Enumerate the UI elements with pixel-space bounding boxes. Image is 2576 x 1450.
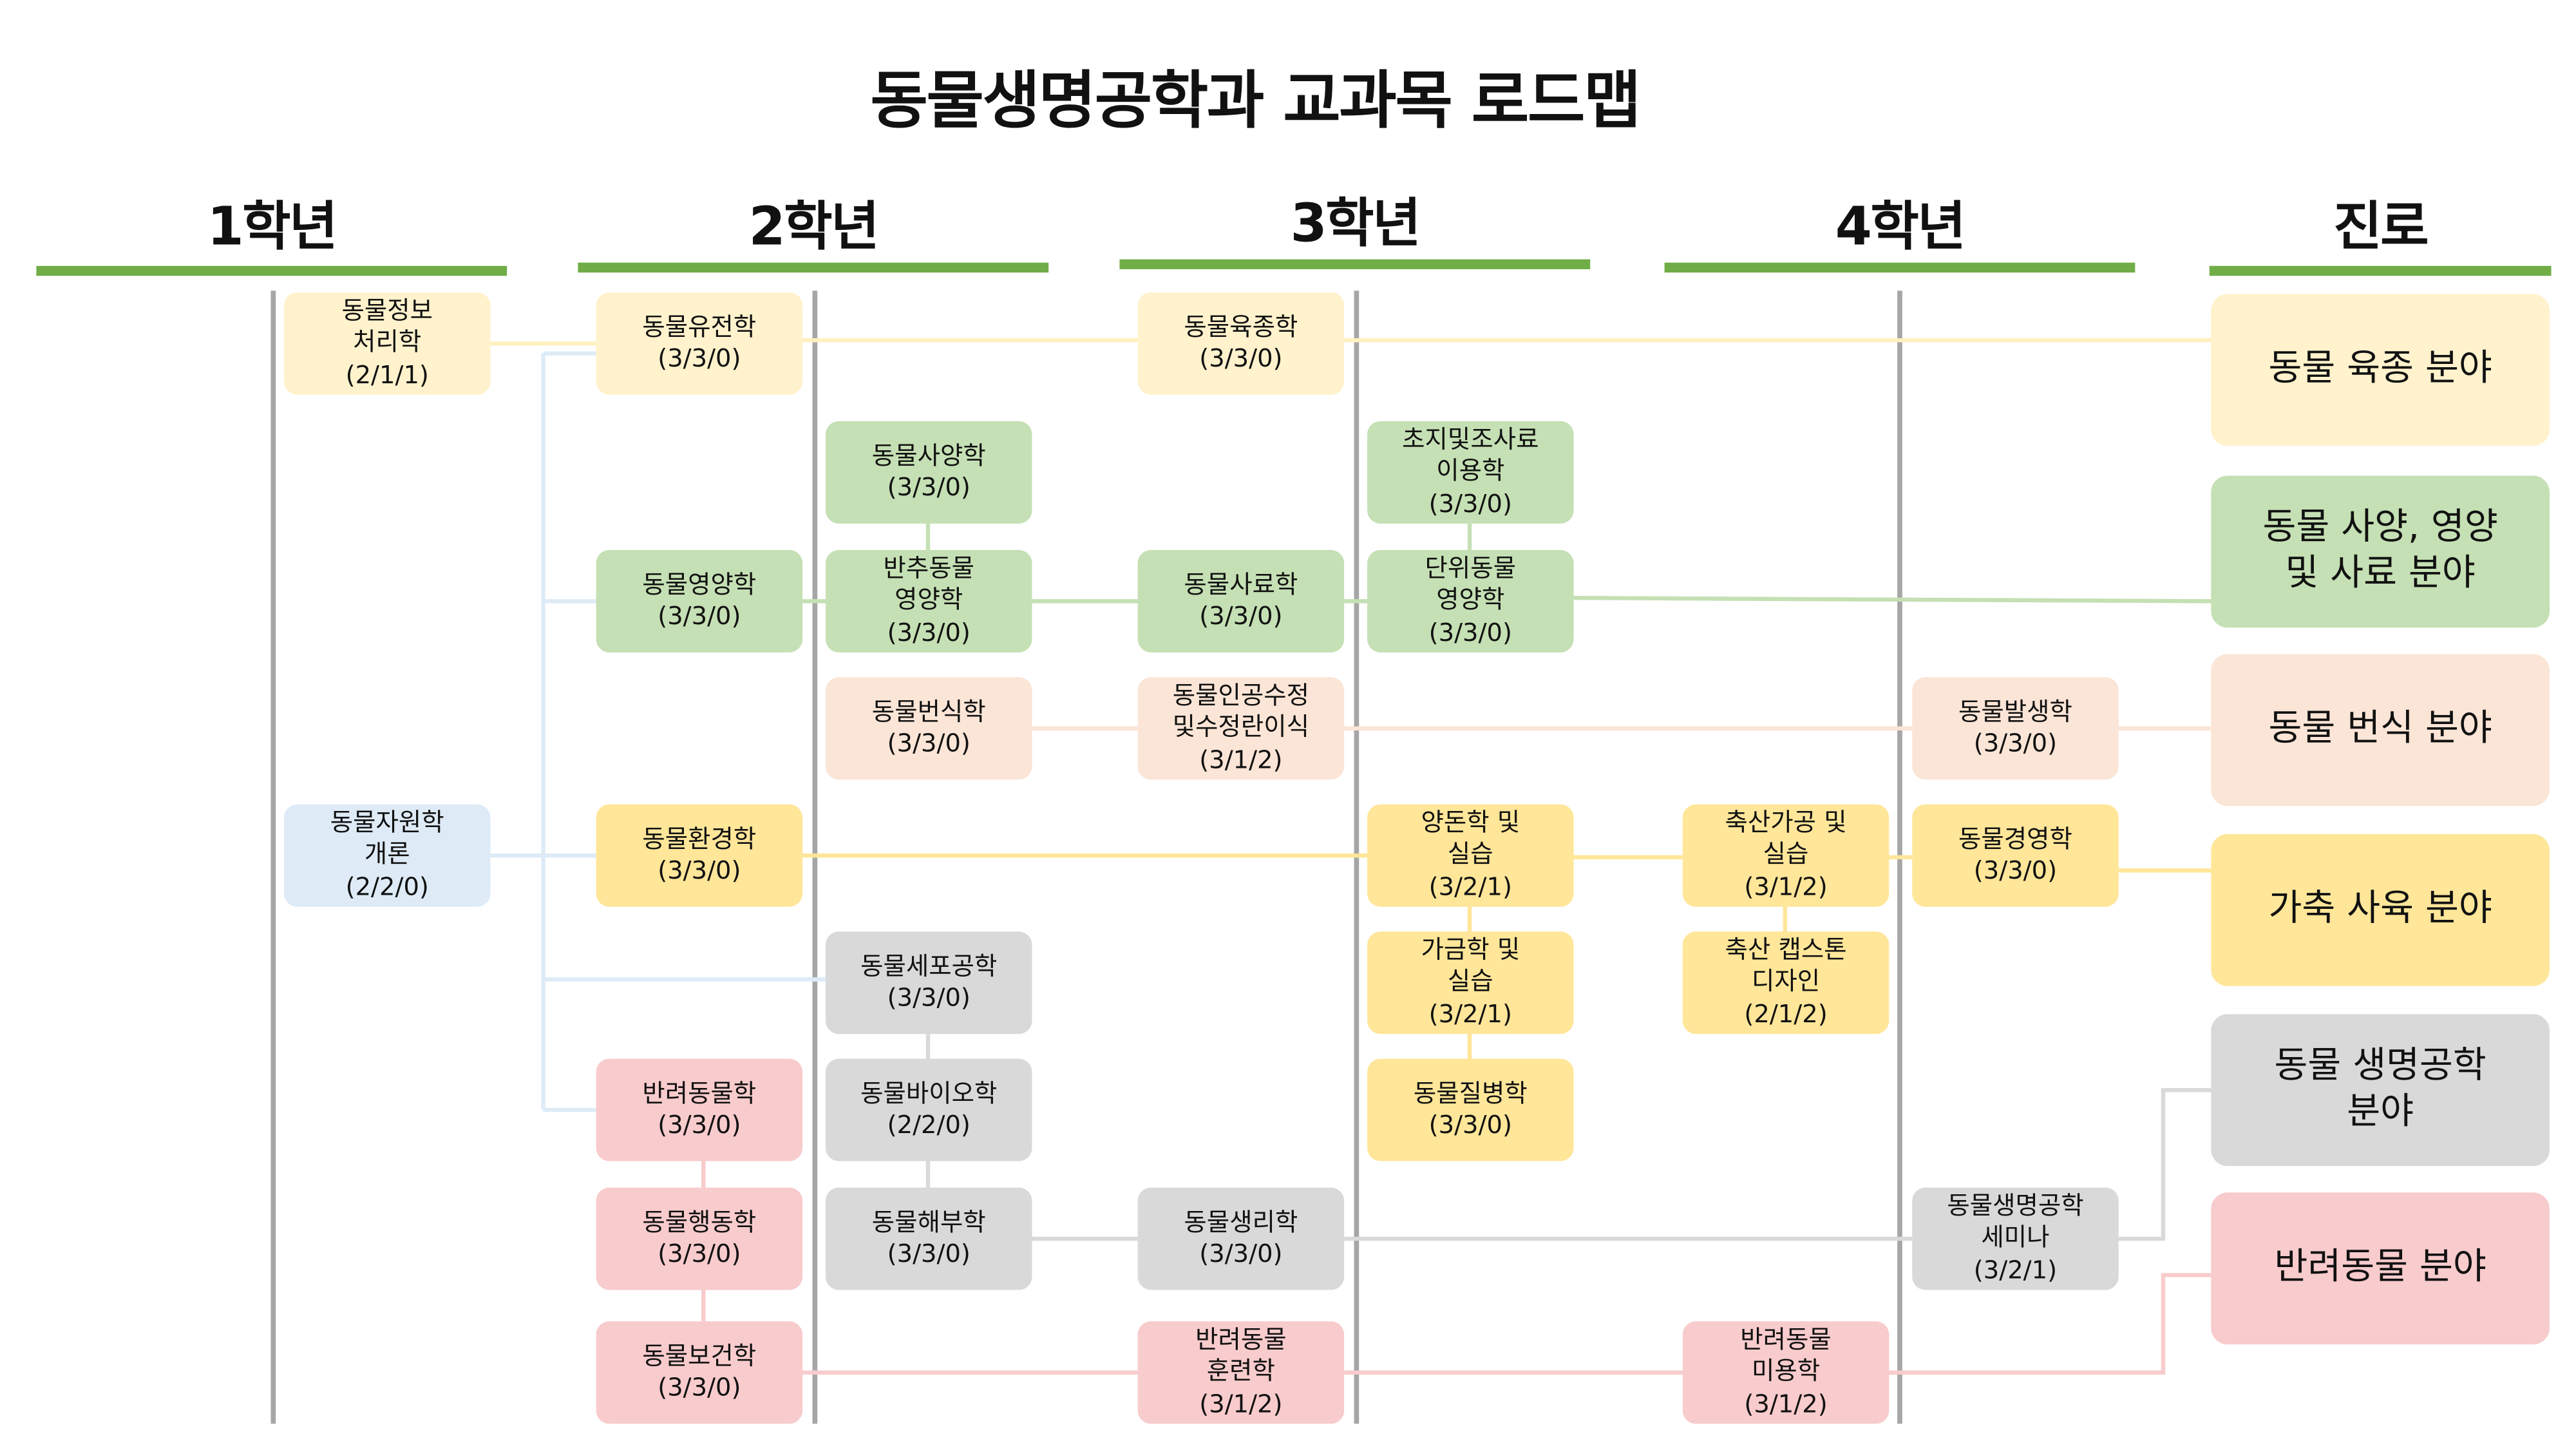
course-box: 동물환경학 (3/3/0) [596, 804, 803, 907]
course-box: 동물인공수정 및수정란이식 (3/1/2) [1137, 677, 1345, 780]
course-box: 축산가공 및 실습 (3/1/2) [1682, 804, 1889, 907]
grade-2-header: 2학년 [748, 195, 880, 258]
grade-1-bar [36, 265, 507, 276]
career-biotech: 동물 생명공학 분야 [2211, 1014, 2550, 1167]
course-box: 동물영양학 (3/3/0) [596, 549, 803, 653]
course-box: 동물질병학 (3/3/0) [1367, 1058, 1574, 1161]
course-box: 동물바이오학 (2/2/0) [826, 1058, 1032, 1161]
career-header: 진로 [2333, 195, 2429, 258]
course-box: 초지및조사료 이용학 (3/3/0) [1367, 421, 1574, 524]
career-livestock: 가축 사육 분야 [2211, 834, 2550, 986]
course-box: 반려동물학 (3/3/0) [596, 1058, 803, 1161]
course-box: 동물생명공학 세미나 (3/2/1) [1912, 1187, 2119, 1290]
grade-4-bar [1664, 262, 2136, 273]
course-box: 반려동물 미용학 (3/1/2) [1682, 1321, 1889, 1424]
course-box: 동물생리학 (3/3/0) [1137, 1187, 1345, 1290]
course-box: 동물경영학 (3/3/0) [1912, 804, 2119, 907]
course-box: 동물자원학 개론 (2/2/0) [284, 804, 491, 907]
course-box: 동물해부학 (3/3/0) [826, 1187, 1032, 1290]
course-box: 동물세포공학 (3/3/0) [826, 931, 1032, 1035]
grade-4-header: 4학년 [1835, 195, 1966, 258]
career-reproduction: 동물 번식 분야 [2211, 654, 2550, 806]
grade-3-header: 3학년 [1290, 191, 1421, 254]
course-box: 동물사양학 (3/3/0) [826, 421, 1032, 524]
grade-1-header: 1학년 [207, 195, 338, 258]
course-box: 동물보건학 (3/3/0) [596, 1321, 803, 1424]
course-box: 동물정보 처리학 (2/1/1) [284, 292, 491, 395]
course-box: 동물발생학 (3/3/0) [1912, 677, 2119, 780]
course-box: 동물사료학 (3/3/0) [1137, 549, 1345, 653]
grade-2-bar [578, 262, 1049, 273]
divider-1 [270, 291, 276, 1424]
course-box: 양돈학 및 실습 (3/2/1) [1367, 804, 1574, 907]
career-companion: 반려동물 분야 [2211, 1192, 2550, 1345]
companion-connectors [701, 1161, 2211, 1375]
course-box: 동물육종학 (3/3/0) [1137, 292, 1345, 395]
career-breeding: 동물 육종 분야 [2211, 294, 2550, 446]
breeding-connectors [490, 338, 2211, 346]
course-box: 반려동물 훈련학 (3/1/2) [1137, 1321, 1345, 1424]
page-title: 동물생명공학과 교과목 로드맵 [870, 64, 1641, 137]
course-box: 축산 캡스톤 디자인 (2/1/2) [1682, 931, 1889, 1035]
livestock-connectors [802, 853, 2211, 1059]
career-feeding: 동물 사양, 영양 및 사료 분야 [2211, 475, 2550, 628]
career-bar [2209, 265, 2552, 276]
biotech-connectors [925, 1034, 2211, 1241]
course-box: 단위동물 영양학 (3/3/0) [1367, 549, 1574, 653]
course-box: 동물유전학 (3/3/0) [596, 292, 803, 395]
course-box: 동물번식학 (3/3/0) [826, 677, 1032, 780]
general-connectors [490, 351, 826, 1112]
feeding-connectors [802, 523, 2211, 604]
course-box: 동물행동학 (3/3/0) [596, 1187, 803, 1290]
course-box: 가금학 및 실습 (3/2/1) [1367, 931, 1574, 1035]
course-box: 반추동물 영양학 (3/3/0) [826, 549, 1032, 653]
grade-3-bar [1119, 259, 1591, 269]
